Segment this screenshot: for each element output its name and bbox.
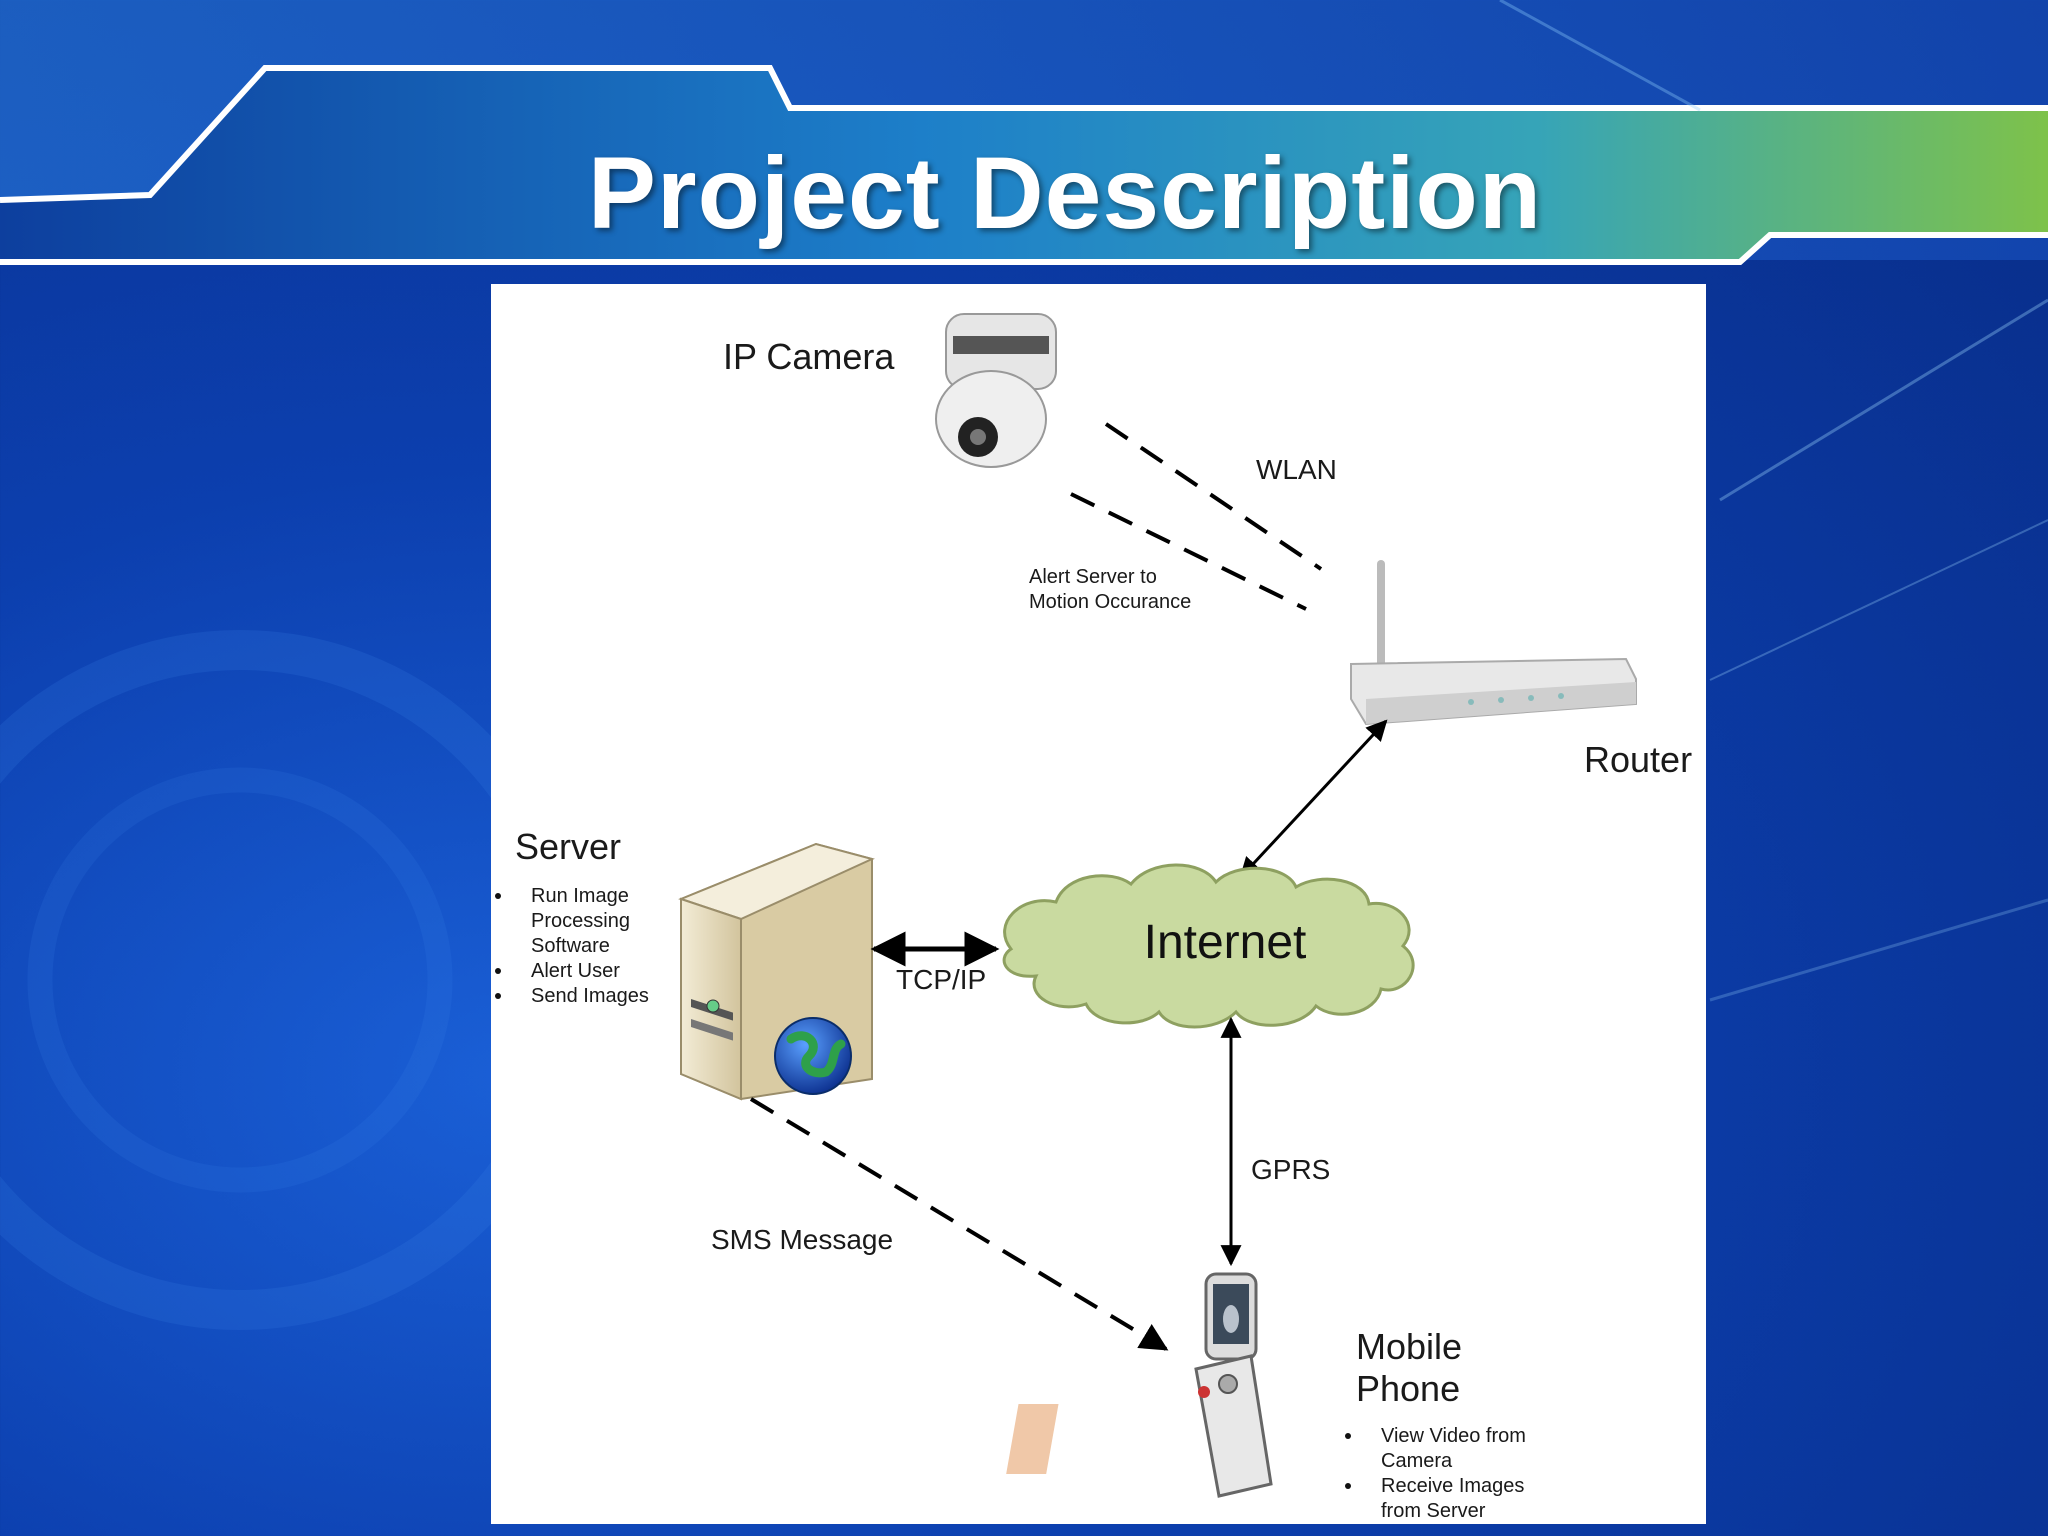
wlan-label: WLAN xyxy=(1256,454,1337,485)
sms-link xyxy=(749,1097,1169,1351)
alert-label-line2: Motion Occurance xyxy=(1029,591,1192,613)
server-bullet-item: Alert User xyxy=(495,959,649,984)
internet-cloud xyxy=(1002,863,1415,1029)
sms-label: SMS Message xyxy=(711,1224,894,1255)
alert-link xyxy=(1070,492,1307,611)
bullet-icon xyxy=(495,893,501,899)
phone-bullet-item: View Video from Camera xyxy=(1345,1424,1526,1474)
server-icon xyxy=(678,842,875,1101)
slide-title: Project Description xyxy=(587,136,1543,250)
mobile-phone-label-line2: Phone xyxy=(1356,1368,1461,1409)
tcpip-label: TCP/IP xyxy=(896,964,987,995)
router-label: Router xyxy=(1584,739,1693,780)
alert-label-line1: Alert Server to xyxy=(1029,566,1157,588)
diagram-graphics xyxy=(678,313,1637,1498)
bullet-icon xyxy=(495,993,501,999)
mobile-phone-icon xyxy=(1006,1272,1273,1498)
phone-bullet-list: View Video from Camera Receive Images fr… xyxy=(1345,1424,1526,1524)
router-internet-link xyxy=(1239,719,1388,879)
ip-camera-icon xyxy=(935,313,1057,468)
ip-camera-label: IP Camera xyxy=(723,336,895,377)
internet-label: Internet xyxy=(1143,916,1307,969)
wlan-link xyxy=(1104,422,1323,571)
phone-bullet-item: Receive Images from Server xyxy=(1345,1474,1526,1524)
server-bullet-list: Run Image Processing Software Alert User… xyxy=(495,884,649,1009)
server-label: Server xyxy=(515,826,622,867)
gprs-label: GPRS xyxy=(1251,1154,1331,1185)
bullet-icon xyxy=(495,968,501,974)
bullet-icon xyxy=(1345,1483,1351,1489)
server-bullet-item: Run Image Processing Software xyxy=(495,884,649,959)
mobile-phone-label-line1: Mobile xyxy=(1356,1326,1463,1367)
network-diagram: IP Camera WLAN Alert Server to Motion Oc… xyxy=(491,284,1706,1524)
server-bullet-item: Send Images xyxy=(495,984,649,1009)
router-icon xyxy=(1350,560,1637,726)
bullet-icon xyxy=(1345,1433,1351,1439)
